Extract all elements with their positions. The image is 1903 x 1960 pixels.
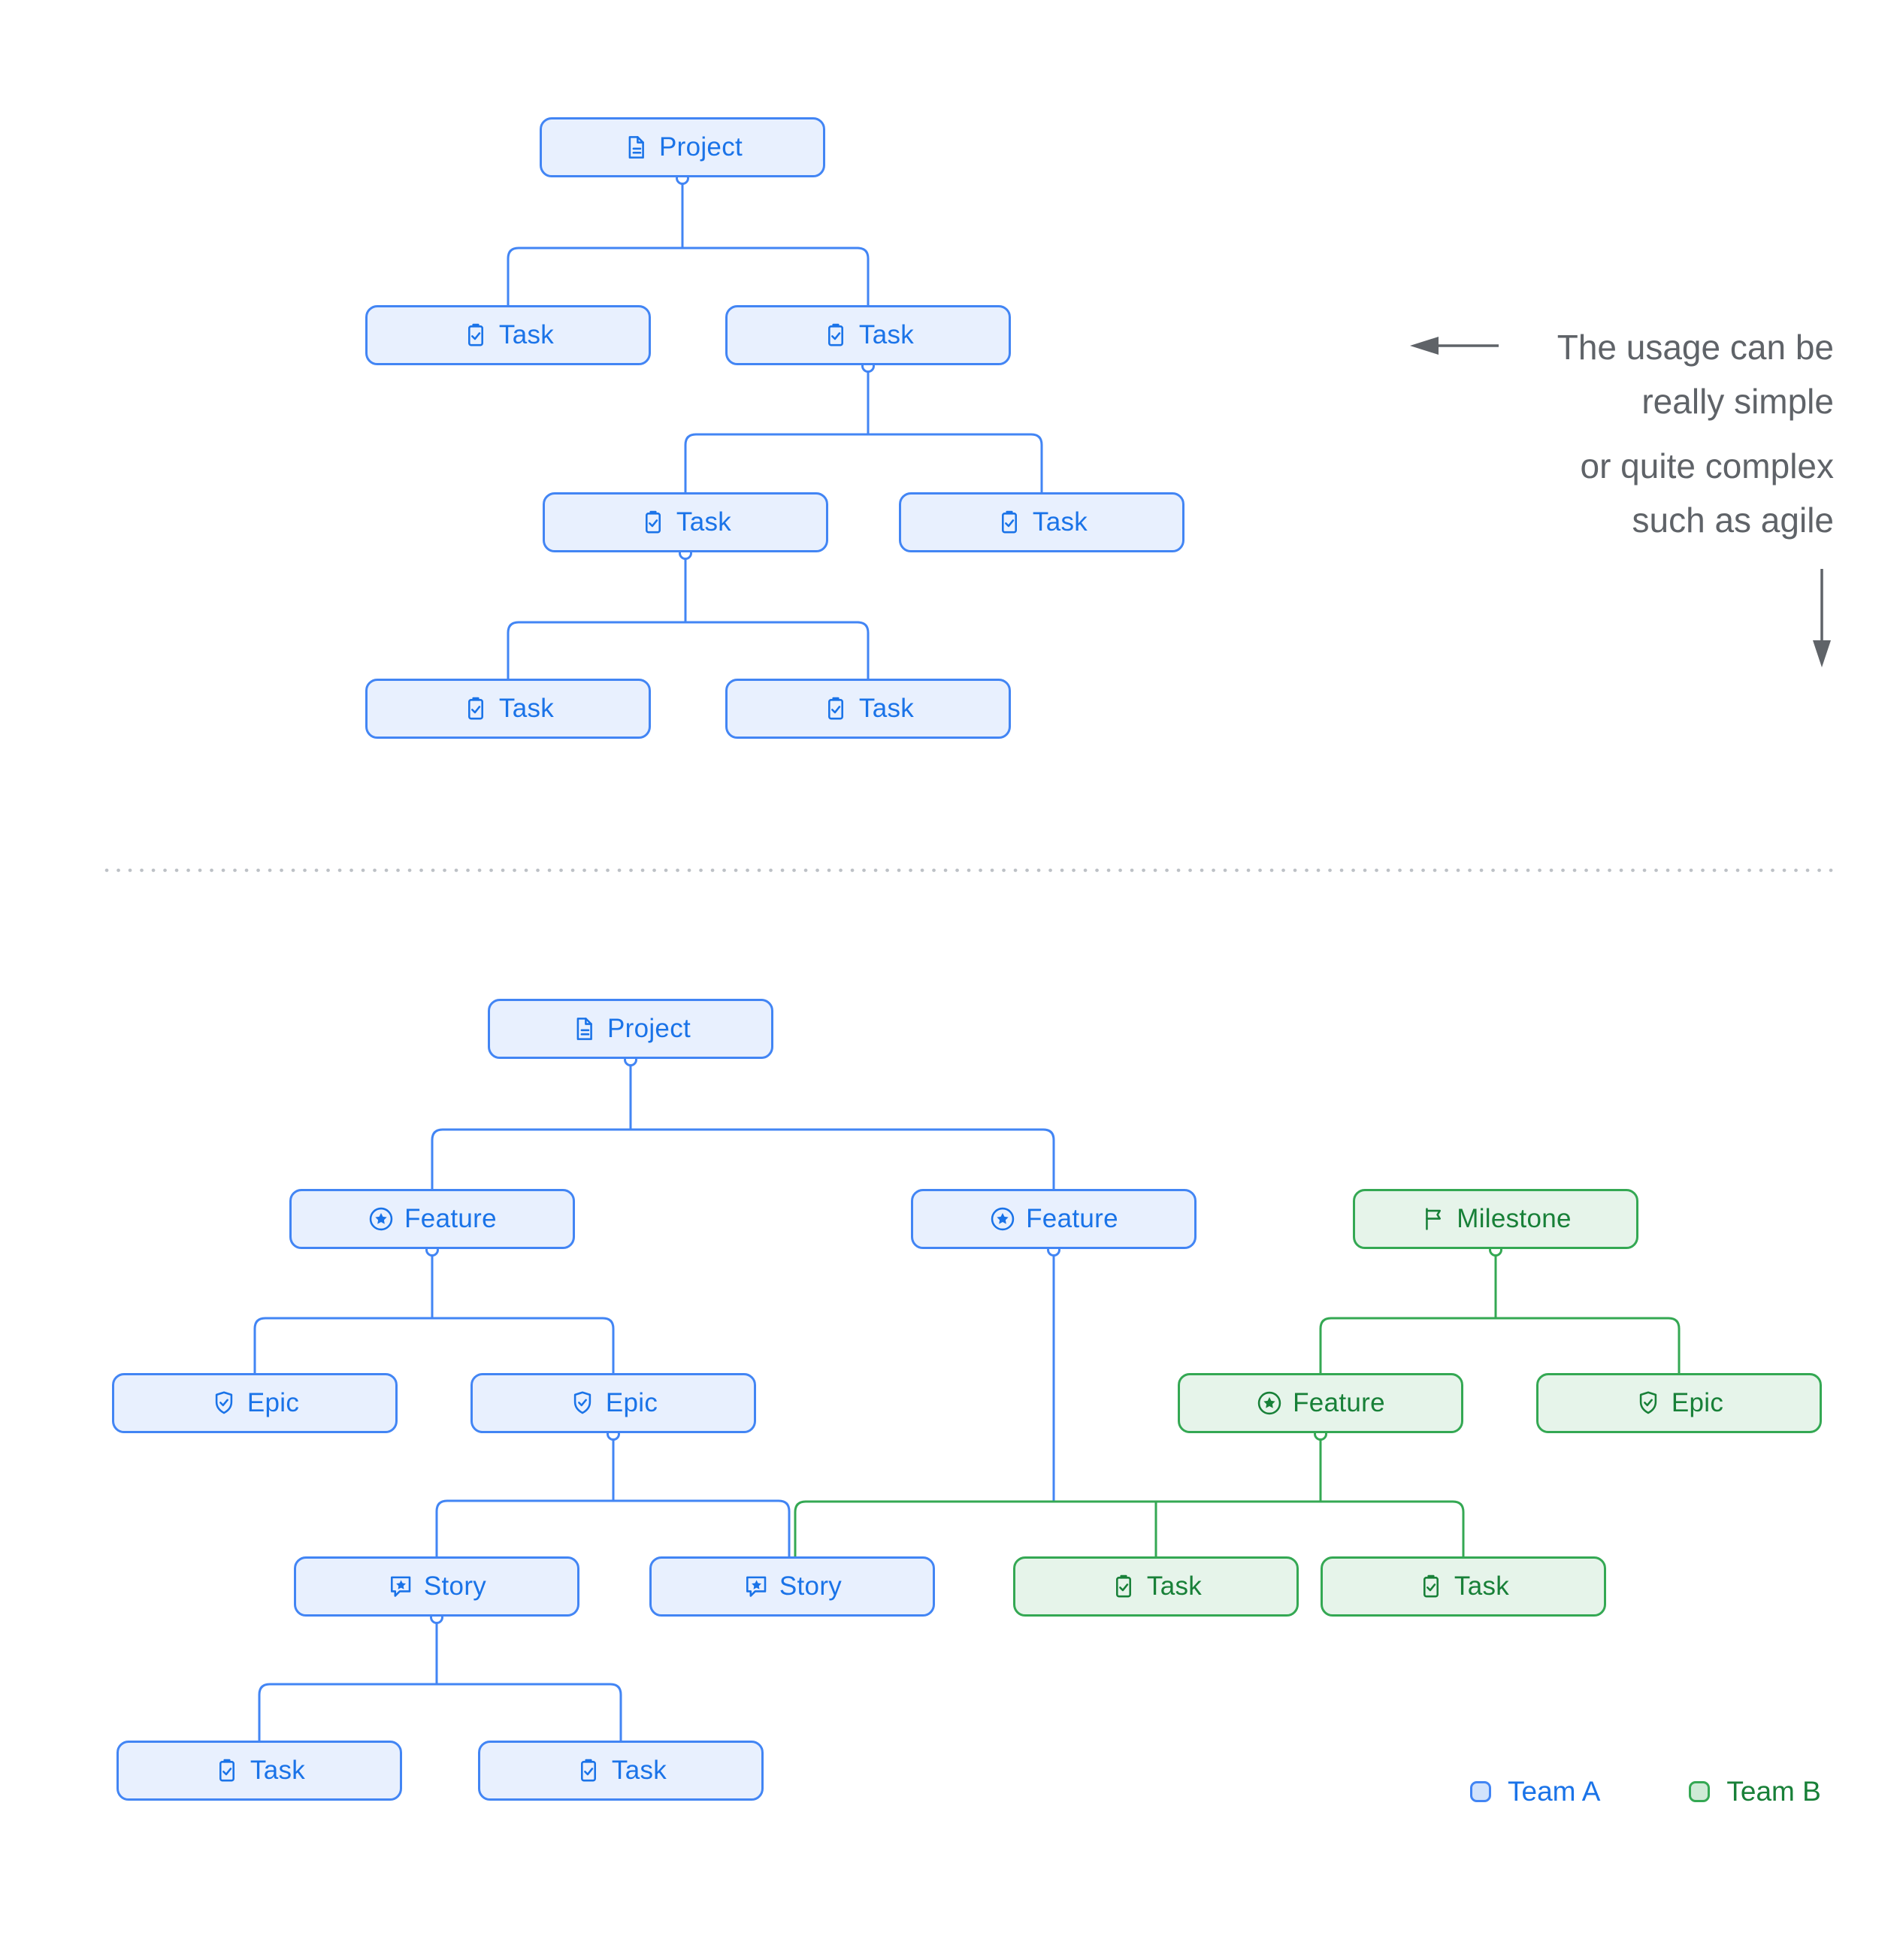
node-label: Task <box>1146 1571 1203 1601</box>
node-epic: Epic <box>1536 1373 1822 1433</box>
legend-label: Team A <box>1508 1776 1601 1807</box>
team-a-swatch <box>1470 1781 1491 1802</box>
node-epic: Epic <box>112 1373 398 1433</box>
task-icon <box>822 695 849 722</box>
node-label: Task <box>676 507 732 537</box>
annotation-line: such as agile <box>1632 501 1835 540</box>
task-icon <box>462 695 489 722</box>
node-label: Task <box>1032 507 1088 537</box>
legend-team-a: Team A <box>1470 1776 1600 1807</box>
node-task: Task <box>365 679 651 739</box>
story-icon <box>387 1573 414 1600</box>
task-icon <box>462 322 489 349</box>
node-label: Epic <box>1671 1388 1724 1417</box>
legend-team-b: Team B <box>1689 1776 1821 1807</box>
node-label: Story <box>779 1571 843 1601</box>
node-task: Task <box>1321 1556 1606 1617</box>
annotation-line: really simple <box>1641 382 1834 421</box>
node-task: Task <box>543 492 828 552</box>
node-label: Feature <box>404 1204 497 1233</box>
node-feature: Feature <box>289 1189 575 1249</box>
task-icon <box>1417 1573 1445 1600</box>
node-label: Feature <box>1293 1388 1385 1417</box>
node-project: Project <box>540 117 825 177</box>
task-icon <box>822 322 849 349</box>
node-label: Epic <box>605 1388 658 1417</box>
task-icon <box>575 1757 602 1784</box>
node-label: Task <box>250 1756 306 1785</box>
feature-icon <box>368 1205 395 1233</box>
node-milestone: Milestone <box>1353 1189 1638 1249</box>
node-label: Project <box>607 1014 691 1043</box>
legend-label: Team B <box>1726 1776 1821 1807</box>
node-feature: Feature <box>911 1189 1197 1249</box>
node-story: Story <box>649 1556 935 1617</box>
node-label: Task <box>1454 1571 1510 1601</box>
story-icon <box>743 1573 770 1600</box>
left-arrow-icon <box>1410 337 1499 355</box>
legend: Team A Team B <box>1470 1776 1821 1807</box>
node-task: Task <box>725 679 1011 739</box>
node-label: Task <box>611 1756 667 1785</box>
node-label: Project <box>658 132 743 162</box>
epic-icon <box>569 1390 596 1417</box>
annotation-line: The usage can be <box>1557 328 1834 367</box>
node-story: Story <box>294 1556 579 1617</box>
feature-icon <box>989 1205 1016 1233</box>
team-b-swatch <box>1689 1781 1711 1802</box>
task-icon <box>640 509 667 536</box>
node-task: Task <box>365 305 651 365</box>
annotation-text: The usage can be really simple or quite … <box>1165 320 1834 547</box>
node-label: Story <box>423 1571 487 1601</box>
node-task: Task <box>478 1741 764 1801</box>
feature-icon <box>1256 1390 1283 1417</box>
node-task: Task <box>116 1741 402 1801</box>
node-task: Task <box>1013 1556 1299 1617</box>
node-label: Task <box>498 320 555 349</box>
node-label: Epic <box>247 1388 300 1417</box>
milestone-icon <box>1420 1205 1447 1233</box>
down-arrow-icon <box>1813 569 1831 667</box>
node-feature: Feature <box>1178 1373 1463 1433</box>
node-label: Task <box>498 694 555 723</box>
task-icon <box>1110 1573 1137 1600</box>
node-task: Task <box>899 492 1184 552</box>
epic-icon <box>1635 1390 1662 1417</box>
node-project: Project <box>488 999 773 1059</box>
epic-icon <box>210 1390 237 1417</box>
document-icon <box>622 134 649 161</box>
node-label: Feature <box>1026 1204 1118 1233</box>
task-icon <box>213 1757 241 1784</box>
node-task: Task <box>725 305 1011 365</box>
node-label: Milestone <box>1457 1204 1572 1233</box>
annotation-line: or quite complex <box>1580 446 1835 485</box>
node-label: Task <box>858 694 915 723</box>
task-icon <box>996 509 1023 536</box>
document-icon <box>570 1015 598 1042</box>
node-epic: Epic <box>470 1373 756 1433</box>
node-label: Task <box>858 320 915 349</box>
